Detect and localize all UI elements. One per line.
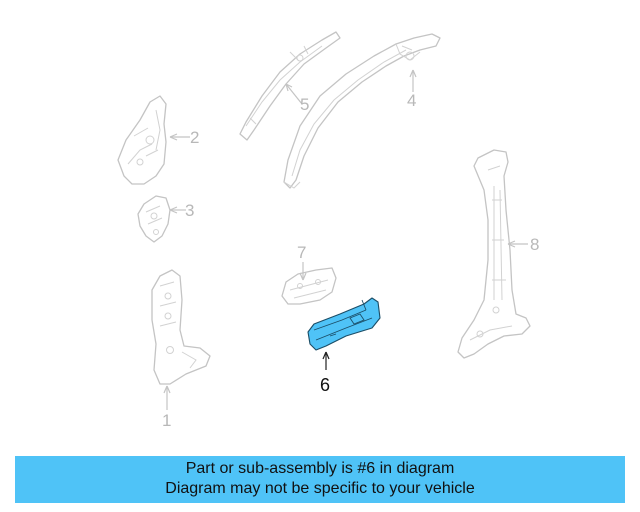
info-banner: Part or sub-assembly is #6 in diagram Di…	[15, 456, 625, 503]
leader-1-arrow	[163, 385, 171, 394]
part-4-roof-rail[interactable]	[283, 33, 441, 189]
leader-5-arrow	[285, 83, 293, 92]
part-8-center-pillar[interactable]	[457, 149, 531, 359]
part-6-sill-reinforcement[interactable]	[307, 297, 381, 351]
banner-line-1: Part or sub-assembly is #6 in diagram	[185, 460, 455, 477]
callout-6: 6	[320, 375, 330, 395]
leader-8-arrow	[507, 240, 516, 248]
callout-4: 4	[407, 91, 416, 110]
leader-4-arrow	[409, 69, 417, 78]
callout-2: 2	[190, 128, 199, 147]
parts-diagram: 5 4 2 3 1	[117, 31, 539, 430]
callout-8: 8	[530, 235, 539, 254]
part-2-bracket[interactable]	[117, 95, 167, 185]
callout-3: 3	[185, 201, 194, 220]
part-3-bracket[interactable]	[137, 195, 171, 243]
part-7-bracket[interactable]	[281, 267, 337, 305]
callout-1: 1	[162, 411, 171, 430]
callout-7: 7	[297, 243, 306, 262]
callout-5: 5	[300, 95, 309, 114]
banner-line-2: Diagram may not be specific to your vehi…	[165, 480, 475, 497]
leader-5	[285, 83, 303, 105]
part-1-front-pillar[interactable]	[151, 269, 211, 385]
leader-7-arrow	[299, 272, 307, 281]
leader-3-arrow	[169, 206, 178, 214]
leader-2-arrow	[169, 133, 178, 141]
part-5-pillar-arch[interactable]	[239, 31, 341, 141]
leader-6-arrow	[322, 351, 330, 360]
